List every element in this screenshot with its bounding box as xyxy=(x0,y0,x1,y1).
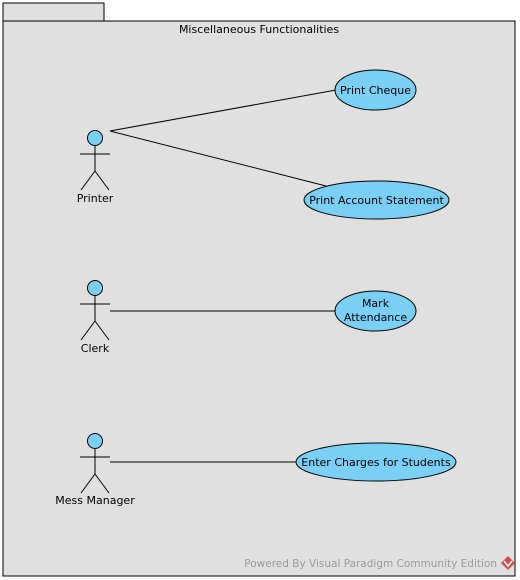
actor-label-printer: Printer xyxy=(77,192,114,205)
usecase-label-line-1: Mark xyxy=(362,297,390,310)
package-tab xyxy=(2,2,105,23)
usecase-print-cheque[interactable]: Print Cheque xyxy=(334,69,417,111)
actor-mess-manager[interactable] xyxy=(80,433,110,494)
associations xyxy=(109,89,337,463)
actor-printer[interactable] xyxy=(80,130,110,191)
usecase-label: Print Cheque xyxy=(340,84,411,97)
association-printer-print-account-statement[interactable] xyxy=(109,130,327,187)
actor-head xyxy=(87,433,103,449)
actor-head xyxy=(87,280,103,296)
usecase-label: Print Account Statement xyxy=(309,194,444,207)
package-title: Miscellaneous Functionalities xyxy=(179,23,339,36)
visual-paradigm-logo-icon xyxy=(501,556,515,570)
usecase-print-account-statement[interactable]: Print Account Statement xyxy=(303,180,450,220)
association-printer-print-cheque[interactable] xyxy=(109,89,337,132)
actor-label-mess-manager: Mess Manager xyxy=(55,494,135,507)
actor-head xyxy=(87,130,103,146)
usecase-enter-charges[interactable]: Enter Charges for Students xyxy=(295,442,457,482)
actor-label-clerk: Clerk xyxy=(81,342,110,355)
actor-clerk[interactable] xyxy=(80,280,110,341)
usecase-label-line-2: Attendance xyxy=(344,311,407,324)
usecase-label: Enter Charges for Students xyxy=(301,456,451,469)
watermark-text: Powered By Visual Paradigm Community Edi… xyxy=(244,558,497,570)
usecase-mark-attendance[interactable]: Mark Attendance xyxy=(334,290,417,332)
